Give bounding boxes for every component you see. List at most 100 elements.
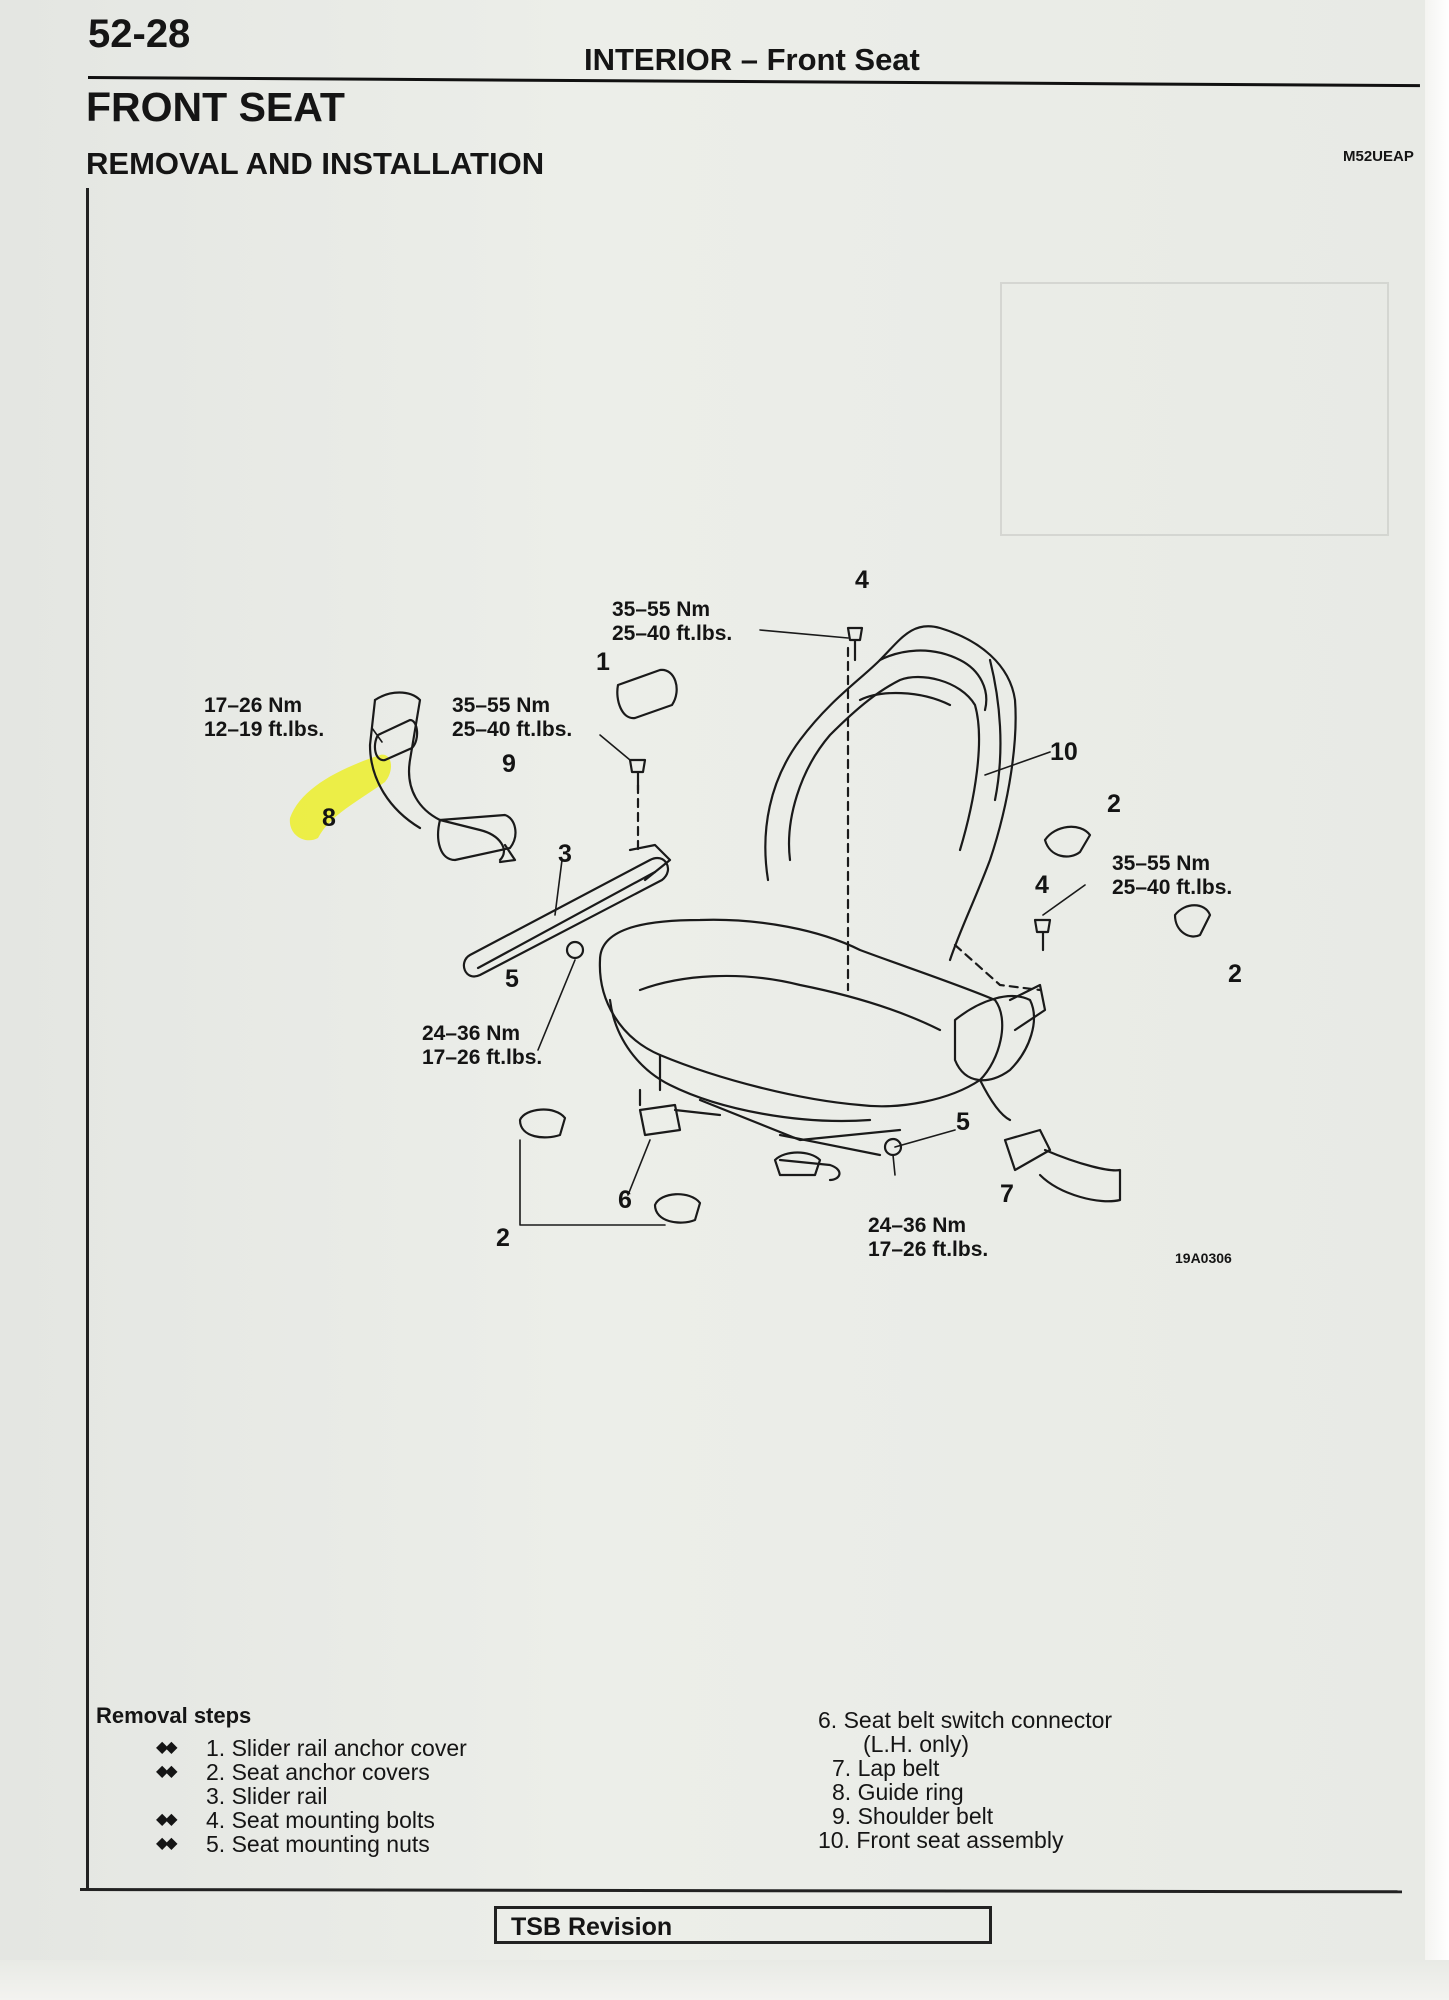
shoulder-belt-buckle [437,813,517,864]
shoulder-belt [368,698,422,830]
removal-steps-right-list: 6. Seat belt switch connector (L.H. only… [818,1708,1112,1852]
removal-step: ◆◆2. Seat anchor covers [156,1759,430,1785]
seat-headrest-seam [878,649,988,712]
removal-step: 8. Guide ring [832,1779,964,1805]
leader-line [894,1129,956,1148]
removal-step: 3. Slider rail [206,1783,328,1809]
torque-spec-nm: 35–55 Nm [1112,852,1210,875]
seat-cushion [598,918,1004,1108]
seat-mounting-bolt [1033,918,1052,952]
page-subtitle: REMOVAL AND INSTALLATION [86,146,545,181]
seat-backrest-seam [858,692,952,707]
service-point-marker-icon: ◆◆ [156,1835,178,1852]
slider-rail-end [628,843,672,882]
callout-6: 6 [618,1186,632,1214]
shoulder-belt [373,691,505,862]
tsb-revision-label: TSB Revision [511,1913,673,1941]
callout-2: 2 [1228,960,1242,988]
callout-2: 2 [1107,790,1121,818]
page-number: 52-28 [88,12,191,56]
seat-anchor-cover [1173,904,1212,938]
callout-7: 7 [1000,1180,1014,1208]
torque-spec-nm: 35–55 Nm [452,694,550,717]
seat-rail [773,1151,822,1177]
recliner-mechanism [953,995,1035,1082]
seat-cushion-front [608,998,872,1123]
callout-5: 5 [505,965,519,993]
removal-steps-heading: Removal steps [96,1703,252,1728]
seat-backrest [764,625,1017,962]
torque-spec-ftlbs: 17–26 ft.lbs. [868,1238,988,1261]
leader-line [599,734,631,761]
callout-9: 9 [502,750,516,778]
removal-step: ◆◆5. Seat mounting nuts [156,1831,430,1857]
lap-belt [1003,1128,1052,1172]
removal-step: 6. Seat belt switch connector [818,1707,1113,1733]
slider-rail [462,857,669,978]
slider-rail [476,870,657,970]
callout-1: 1 [596,648,610,676]
seat-anchor-cover [653,1193,702,1224]
removal-step: ◆◆4. Seat mounting bolts [156,1807,435,1833]
torque-spec-ftlbs: 12–19 ft.lbs. [204,718,324,741]
callout-4: 4 [855,566,869,594]
seat-backrest-inner [788,676,981,862]
callout-2: 2 [496,1224,510,1252]
seat-anchor-cover [1043,825,1092,858]
dashed-guide-line [953,943,1042,992]
seat-mounting-nut [565,940,585,960]
leader-line [1042,884,1086,916]
torque-spec-nm: 24–36 Nm [868,1214,966,1237]
callout-10: 10 [1050,738,1078,766]
removal-step: ◆◆1. Slider rail anchor cover [156,1735,467,1761]
seat-rail [638,1088,882,1182]
torque-spec-nm: 35–55 Nm [612,598,710,621]
leader-line [554,859,563,916]
callout-8: 8 [322,804,336,832]
section-header: INTERIOR – Front Seat [584,42,920,77]
removal-step: 9. Shoulder belt [832,1803,994,1829]
guide-ring-highlight [289,754,392,841]
service-point-marker-icon: ◆◆ [156,1763,178,1780]
torque-spec-ftlbs: 17–26 ft.lbs. [422,1046,542,1069]
figure-id: 19A0306 [1175,1250,1232,1266]
tsb-revision-box: TSB Revision [494,1906,992,1944]
removal-step: 7. Lap belt [832,1755,940,1781]
torque-spec-ftlbs: 25–40 ft.lbs. [612,622,732,645]
seat-mounting-bolt [628,758,647,792]
seat-anchor-cover [518,1108,567,1139]
seat-mounting-bolt [846,626,864,662]
leader-line [371,727,383,743]
leader-line [984,751,1051,776]
page-edge-right [1425,0,1449,2000]
removal-step-continuation: (L.H. only) [863,1731,970,1757]
seat-cushion-seam [638,974,942,1032]
callout-3: 3 [558,840,572,868]
torque-spec-ftlbs: 25–40 ft.lbs. [452,718,572,741]
removal-steps-left-list: ◆◆1. Slider rail anchor cover ◆◆2. Seat … [150,1736,467,1856]
seat-side-bolster [988,658,1002,802]
leader-line [627,1139,651,1196]
torque-spec-nm: 17–26 Nm [204,694,302,717]
service-point-marker-icon: ◆◆ [156,1811,178,1828]
frame-left-border [86,188,89,1890]
document-code: M52UEAP [1343,148,1414,165]
removal-step: 10. Front seat assembly [818,1827,1064,1853]
seat-mounting-nut [883,1137,903,1157]
lap-belt [1038,1148,1122,1203]
recliner-lever [1008,983,1047,1032]
torque-spec-ftlbs: 25–40 ft.lbs. [1112,876,1232,899]
slider-rail-anchor-cover [616,668,678,720]
leader-line [537,959,576,1051]
guide-ring [373,718,419,762]
torque-spec-nm: 24–36 Nm [422,1022,520,1045]
seat-belt-switch-connector [638,1103,722,1137]
service-point-marker-icon: ◆◆ [156,1739,178,1756]
page-title: FRONT SEAT [86,84,345,130]
page-edge-bottom [0,1960,1449,2000]
leader-line [519,1139,666,1226]
callout-4: 4 [1035,871,1049,899]
callout-5: 5 [956,1108,970,1136]
